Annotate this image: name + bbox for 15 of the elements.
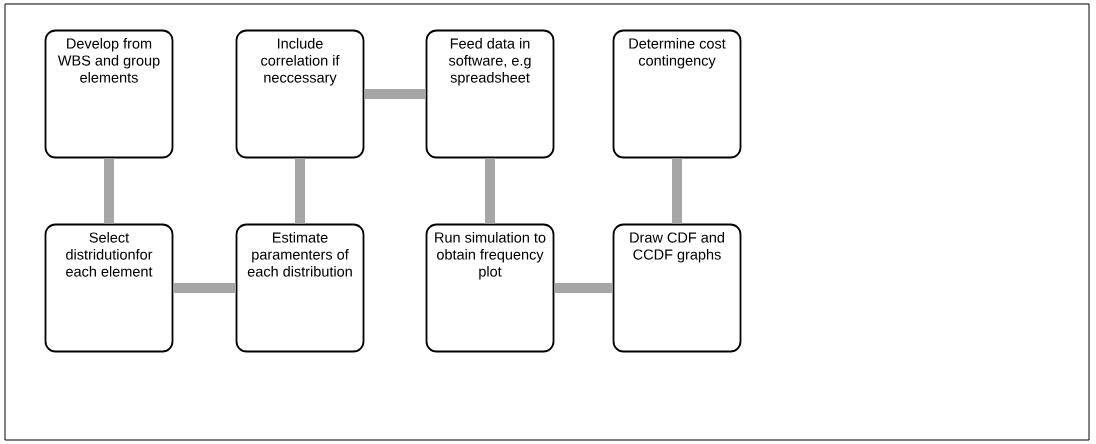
connector (672, 158, 682, 224)
connector (364, 89, 426, 99)
process-box: Include correlation if neccessary (235, 29, 365, 159)
process-box: Determine cost contingency (612, 29, 742, 159)
connector (173, 283, 236, 293)
connector (485, 158, 495, 224)
process-box: Select distridutionfor each element (44, 223, 174, 353)
connector (554, 283, 613, 293)
connector (104, 158, 114, 224)
process-box: Run simulation to obtain frequency plot (425, 223, 555, 353)
connector (295, 158, 305, 224)
process-box: Feed data in software, e.g spreadsheet (425, 29, 555, 159)
process-box: Develop from WBS and group elements (44, 29, 174, 159)
process-box: Draw CDF and CCDF graphs (612, 223, 742, 353)
process-box: Estimate paramenters of each distribution (235, 223, 365, 353)
